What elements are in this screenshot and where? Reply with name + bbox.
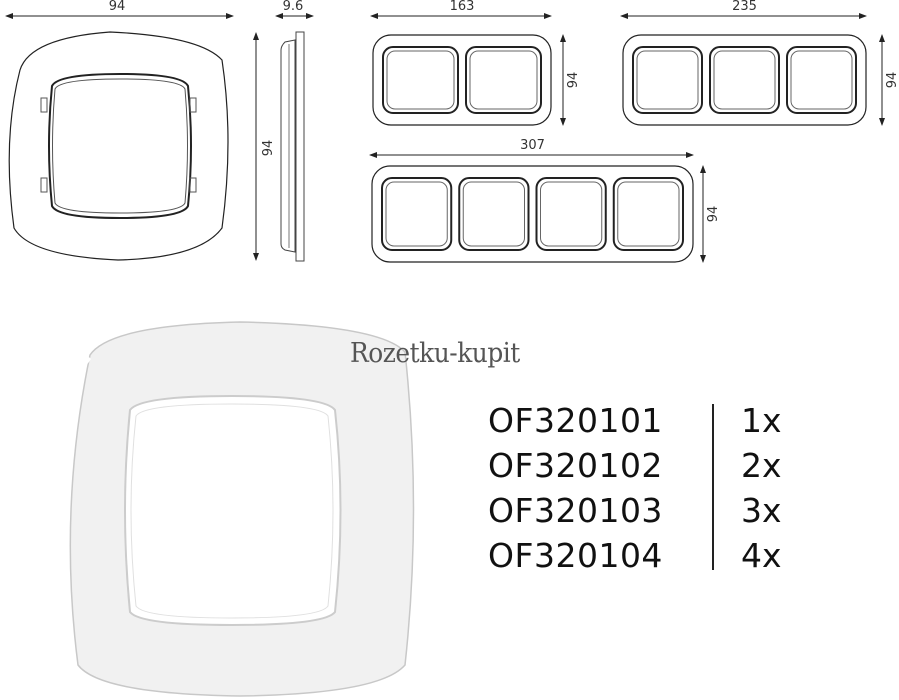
width-dimension-label: 235 — [732, 0, 757, 14]
frame-window — [535, 177, 607, 251]
gang-count: 3x — [741, 491, 782, 530]
frame-window — [48, 72, 192, 220]
gang-count: 4x — [741, 536, 782, 575]
width-dimension-label: 307 — [520, 138, 545, 153]
depth-dimension-label: 9.6 — [283, 0, 304, 14]
table-row: OF320104 4x — [488, 533, 782, 578]
table-row: OF320103 3x — [488, 488, 782, 533]
frame-window — [381, 177, 453, 251]
gang-count: 2x — [741, 446, 782, 485]
height-dimension-label: 94 — [566, 72, 581, 89]
frame-window — [632, 46, 703, 114]
table-row: OF320101 1x — [488, 398, 782, 443]
frame-window — [382, 46, 459, 114]
frame-3-gang: 235 94 — [620, 0, 899, 126]
frame-window — [612, 177, 684, 251]
product-code-table: OF320101 1x OF320102 2x OF320103 3x OF32010… — [488, 398, 782, 578]
table-row: OF320102 2x — [488, 443, 782, 488]
frame-window — [786, 46, 857, 114]
frame-4-gang: 307 94 — [369, 138, 721, 263]
watermark: Rozetku-kupit — [350, 338, 520, 369]
frame-product-image — [68, 321, 415, 697]
clip — [189, 177, 197, 193]
height-dimension-label: 94 — [706, 206, 721, 223]
clip — [40, 177, 48, 193]
frame-window — [458, 177, 530, 251]
clip — [189, 97, 197, 113]
product-code: OF320102 — [488, 446, 663, 485]
width-dimension-label: 163 — [450, 0, 475, 14]
frame-window — [465, 46, 542, 114]
height-dimension-label: 94 — [261, 140, 276, 157]
gang-count: 1x — [741, 401, 782, 440]
height-dimension-label: 94 — [885, 72, 899, 89]
width-dimension-label: 94 — [109, 0, 126, 14]
frame-2-gang: 163 94 — [370, 0, 581, 126]
column-divider — [712, 404, 714, 570]
product-code: OF320104 — [488, 536, 663, 575]
single-frame-side-view: 9.6 — [275, 0, 314, 262]
single-frame-front-view: 94 — [5, 0, 234, 261]
product-code: OF320103 — [488, 491, 663, 530]
clip — [40, 97, 48, 113]
frame-window — [709, 46, 780, 114]
product-code: OF320101 — [488, 401, 663, 440]
